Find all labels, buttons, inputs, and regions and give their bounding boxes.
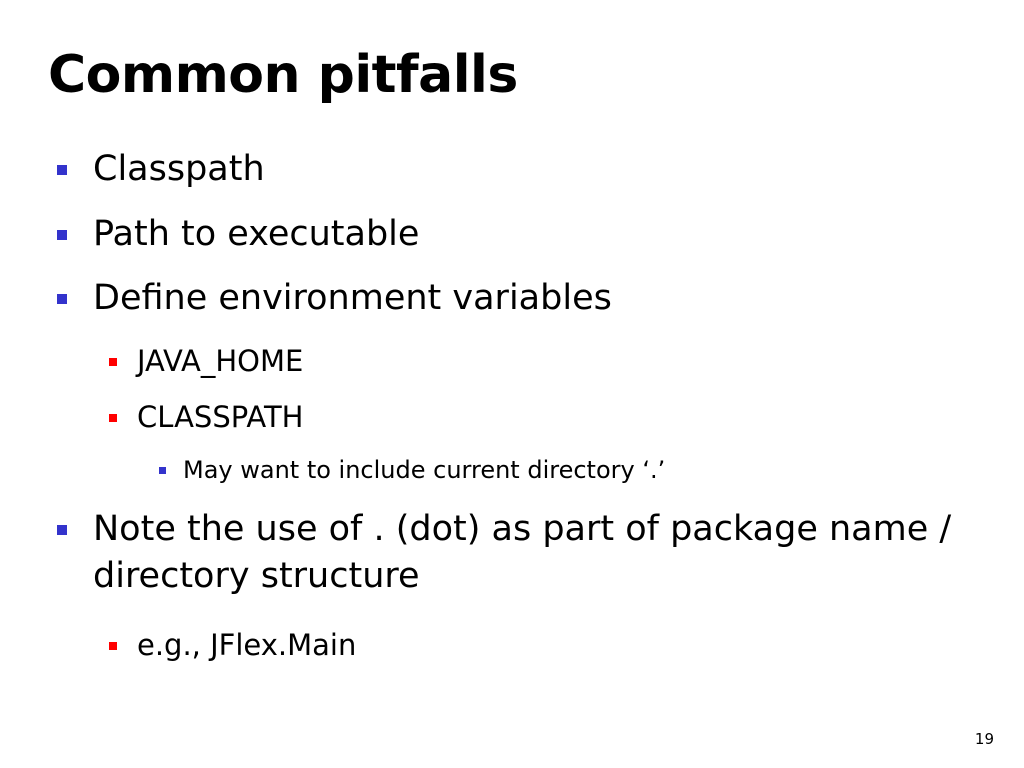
sub-bullet-item-example: e.g., JFlex.Main [109, 626, 357, 664]
sub-bullet-text: CLASSPATH [137, 400, 304, 434]
sub-sub-bullet-text: May want to include current directory ‘.… [183, 456, 666, 484]
bullet-text: Define environment variables [93, 278, 612, 318]
square-bullet-icon [57, 525, 67, 535]
bullet-item-path-to-executable: Path to executable [57, 211, 420, 258]
sub-bullet-text: e.g., JFlex.Main [137, 628, 357, 662]
bullet-item-classpath: Classpath [57, 146, 265, 193]
square-bullet-icon [57, 230, 67, 240]
square-bullet-icon [109, 358, 117, 366]
bullet-text: Path to executable [93, 214, 420, 254]
square-bullet-icon [159, 467, 166, 474]
bullet-text: Classpath [93, 149, 265, 189]
bullet-item-dot-package-name: Note the use of . (dot) as part of packa… [57, 506, 973, 600]
page-number: 19 [974, 730, 994, 748]
sub-bullet-item-classpath: CLASSPATH [109, 398, 304, 436]
bullet-text: Note the use of . (dot) as part of packa… [93, 509, 952, 596]
square-bullet-icon [109, 642, 117, 650]
sub-sub-bullet-item-current-directory: May want to include current directory ‘.… [159, 454, 666, 486]
sub-bullet-text: JAVA_HOME [137, 344, 304, 378]
bullet-item-define-environment-variables: Define environment variables [57, 275, 612, 322]
slide-title: Common pitfalls [48, 45, 518, 105]
square-bullet-icon [57, 294, 67, 304]
sub-bullet-item-java-home: JAVA_HOME [109, 342, 304, 380]
square-bullet-icon [109, 414, 117, 422]
square-bullet-icon [57, 165, 67, 175]
